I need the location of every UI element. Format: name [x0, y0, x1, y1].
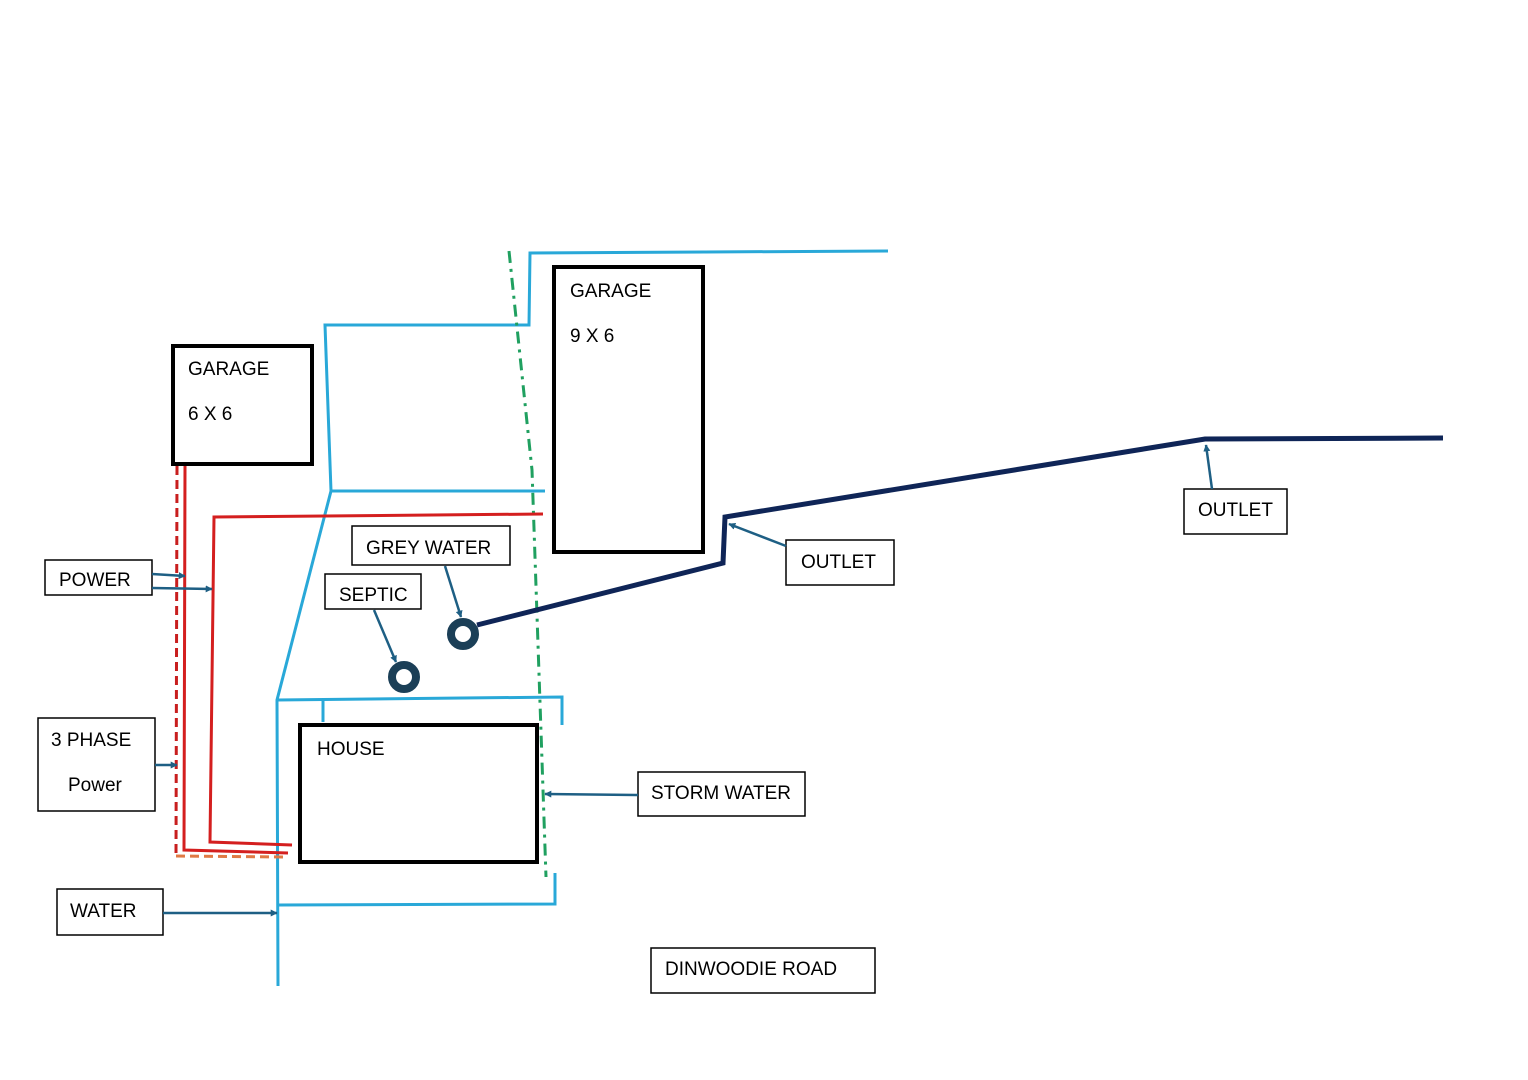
label-three-phase-line1: 3 PHASE [51, 730, 131, 751]
garage-large-outline [552, 265, 705, 554]
water-lines [275, 249, 889, 987]
label-outlet-far-text: OUTLET [1198, 500, 1273, 521]
label-water-text: WATER [70, 901, 137, 922]
power-line-garage [182, 465, 289, 855]
garage-large-title: GARAGE [570, 281, 651, 302]
orange-dashed-line [175, 854, 289, 859]
ring-icon [388, 661, 420, 693]
label-three-phase-line2: Power [68, 775, 123, 796]
grey-water-pit [447, 618, 479, 650]
label-storm-water: STORM WATER [637, 771, 806, 817]
storm-water-line [507, 250, 548, 878]
power-lines [174, 465, 544, 859]
house-outline [298, 723, 539, 864]
arrows [151, 444, 1214, 917]
label-three-phase: 3 PHASE Power [37, 717, 156, 812]
garage-large: GARAGE 9 X 6 [552, 265, 705, 554]
arrow-icon [372, 609, 398, 663]
label-road: DINWOODIE ROAD [650, 947, 876, 994]
three-phase-line [174, 465, 179, 856]
garage-small-outline [171, 344, 314, 466]
label-outlet-near-text: OUTLET [801, 552, 876, 573]
ring-icon [447, 618, 479, 650]
garage-large-size: 9 X 6 [570, 326, 614, 347]
label-septic-text: SEPTIC [339, 585, 408, 606]
garage-small-title: GARAGE [188, 359, 269, 380]
arrow-icon [544, 790, 639, 798]
garage-small: GARAGE 6 X 6 [171, 344, 314, 466]
label-grey-water: GREY WATER [351, 525, 511, 566]
arrow-icon [443, 565, 463, 618]
water-line-south [277, 873, 557, 907]
label-outlet-far: OUTLET [1183, 488, 1288, 535]
garage-small-size: 6 X 6 [188, 404, 232, 425]
outlet-pipe [476, 435, 1444, 628]
label-storm-water-text: STORM WATER [651, 783, 791, 804]
arrow-icon [1203, 444, 1214, 490]
house: HOUSE [298, 723, 539, 864]
house-title: HOUSE [317, 739, 385, 760]
label-power: POWER [44, 559, 153, 596]
label-outlet-near: OUTLET [785, 539, 895, 586]
arrow-icon [151, 572, 186, 580]
label-water: WATER [56, 888, 164, 936]
power-line-main [208, 512, 544, 847]
septic-pit [388, 661, 420, 693]
label-grey-water-text: GREY WATER [366, 538, 491, 559]
label-road-text: DINWOODIE ROAD [665, 959, 837, 980]
label-power-text: POWER [59, 570, 131, 591]
arrow-icon [728, 522, 787, 548]
water-line-house-top [276, 695, 564, 725]
arrow-icon [151, 585, 213, 593]
label-septic: SEPTIC [324, 573, 422, 610]
